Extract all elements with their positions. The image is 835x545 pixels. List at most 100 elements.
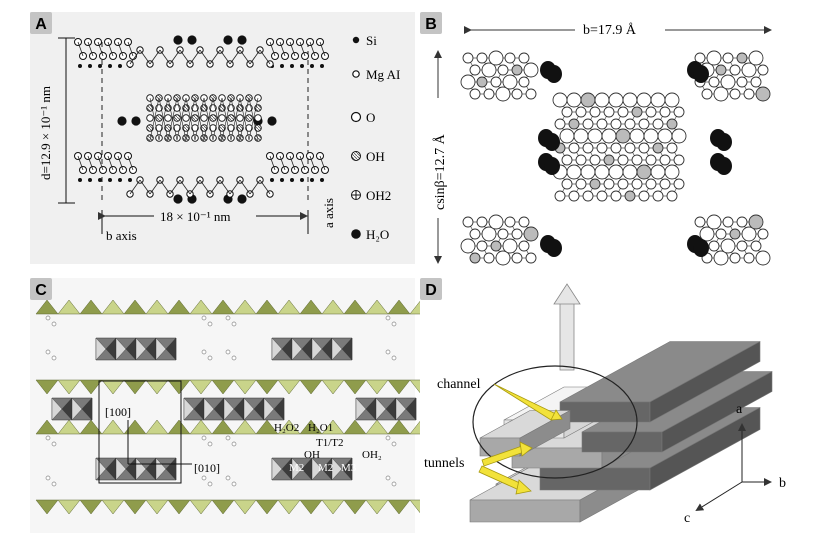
legend-o-label: O	[366, 110, 375, 125]
structure-atom	[582, 190, 594, 202]
zeolitic-water-atom	[173, 35, 183, 45]
legend-si-marker	[352, 36, 360, 44]
octahedron-face	[331, 457, 343, 481]
bond	[107, 155, 114, 171]
silica-tetrahedron	[211, 499, 235, 515]
structure-atom	[624, 118, 636, 130]
bond	[199, 179, 211, 195]
silicon-atom	[270, 178, 274, 182]
octahedron-face	[223, 397, 235, 421]
structure-atom	[511, 252, 523, 264]
silica-tetrahedron	[387, 299, 411, 315]
octahedron-face	[243, 397, 255, 421]
octahedron-face	[183, 397, 195, 421]
structure-atom	[504, 216, 516, 228]
structure-atom	[622, 164, 638, 180]
water-molecule	[385, 315, 391, 321]
legend-h2o-marker	[351, 229, 361, 239]
water-molecule	[225, 475, 231, 481]
structure-atom	[580, 92, 596, 108]
structure-atom	[582, 118, 594, 130]
structure-atom	[575, 178, 587, 190]
axis-c-arrow	[695, 481, 743, 512]
structure-atom	[638, 190, 650, 202]
silica-tetrahedron	[233, 419, 257, 435]
zeolitic-water-atom	[693, 65, 709, 83]
bond	[127, 41, 134, 57]
structure-atom	[757, 228, 769, 240]
silica-tetrahedron	[123, 419, 147, 435]
octahedral-atom	[200, 134, 208, 142]
structure-atom	[638, 142, 650, 154]
bond	[149, 97, 160, 141]
silica-tetrahedron	[387, 379, 411, 395]
structure-atom	[657, 128, 673, 144]
bond	[149, 49, 161, 65]
silica-tetrahedron	[211, 379, 235, 395]
structure-atom	[708, 76, 720, 88]
bond	[139, 179, 151, 195]
octahedron-face	[271, 337, 283, 361]
zeolitic-water-atom	[546, 65, 562, 83]
m3-site-label: M3	[341, 462, 357, 474]
octahedron-face	[115, 337, 127, 361]
octahedral-atom	[227, 114, 235, 122]
bond	[289, 155, 296, 171]
bond	[309, 41, 316, 57]
structure-atom	[469, 88, 481, 100]
structure-atom	[713, 250, 729, 266]
bond	[97, 41, 104, 57]
zeolitic-water-atom	[117, 116, 127, 126]
water-molecule	[45, 475, 51, 481]
bond	[319, 41, 326, 57]
structure-atom	[673, 106, 685, 118]
structure-atom	[652, 190, 664, 202]
octahedron-face	[81, 397, 93, 421]
structure-atom	[568, 118, 580, 130]
water-molecule	[201, 475, 207, 481]
octahedral-atom	[191, 134, 199, 142]
silicon-atom	[290, 64, 294, 68]
water-molecule	[51, 481, 57, 487]
zeolitic-water-atom	[237, 35, 247, 45]
structure-atom	[736, 76, 748, 88]
structure-atom	[580, 164, 596, 180]
octahedron-face	[273, 397, 285, 421]
zeolitic-water-atom	[131, 116, 141, 126]
structure-atom	[523, 62, 539, 78]
water-molecule	[207, 355, 213, 361]
silicon-atom	[78, 64, 82, 68]
structure-atom	[652, 142, 664, 154]
structure-atom	[736, 240, 748, 252]
bond	[185, 97, 196, 141]
panel-c: [100] [010] H₂O2 H₂O1 T1/T2 OH OH₂ M2 M2…	[30, 278, 433, 533]
structure-atom	[575, 154, 587, 166]
tunnel-block-front	[581, 431, 663, 453]
water-molecule	[51, 321, 57, 327]
octahedral-atom	[236, 134, 244, 142]
legend-oh-label: OH	[366, 149, 385, 164]
octahedral-atom	[191, 114, 199, 122]
octahedron-face	[375, 397, 387, 421]
water-molecule	[231, 481, 237, 487]
structure-atom	[495, 250, 511, 266]
bond	[219, 49, 231, 65]
structure-atom	[636, 92, 652, 108]
structure-atom	[617, 154, 629, 166]
octahedron-face	[135, 337, 147, 361]
bond	[87, 155, 94, 171]
silica-tetrahedron	[277, 499, 301, 515]
silicon-atom	[88, 64, 92, 68]
structure-atom	[715, 64, 727, 76]
structure-atom	[603, 106, 615, 118]
vertical-arrow	[553, 283, 581, 371]
water-molecule	[225, 315, 231, 321]
bond	[129, 49, 141, 65]
structure-atom	[645, 178, 657, 190]
silica-tetrahedron	[387, 419, 411, 435]
structure-atom	[694, 216, 706, 228]
structure-atom	[511, 88, 523, 100]
zeolitic-water-atom	[716, 157, 732, 175]
bond	[117, 41, 124, 57]
